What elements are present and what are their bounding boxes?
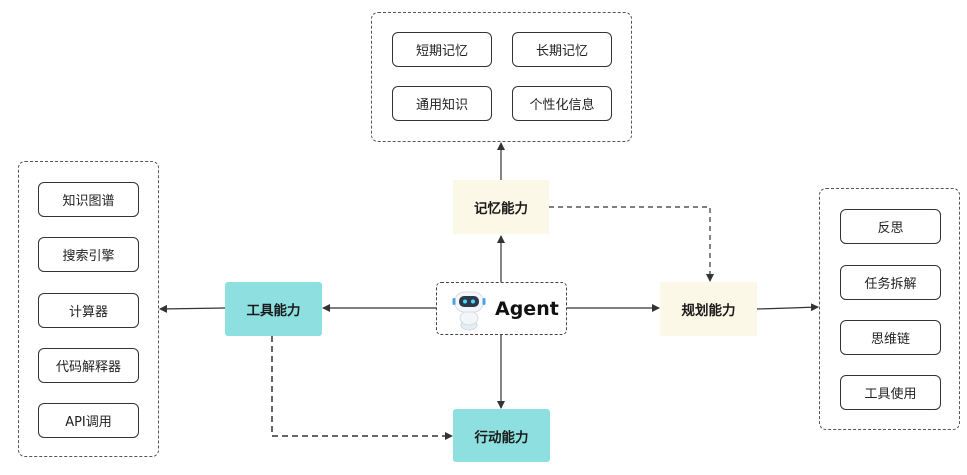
arrow-planning-to-group: [756, 303, 819, 312]
agent-label: Agent: [495, 297, 559, 320]
tool-item-search-engine: 搜索引擎: [38, 237, 139, 272]
planning-item-reflection: 反思: [840, 209, 941, 244]
memory-item-general-knowledge: 通用知识: [392, 86, 492, 121]
dashed-arrow-memory-to-planning: [549, 206, 714, 282]
tool-group: 知识图谱 搜索引擎 计算器 代码解释器 API调用: [18, 161, 159, 457]
agent-node: Agent: [436, 282, 567, 335]
tool-item-code-interpreter: 代码解释器: [38, 348, 139, 383]
tool-item-calculator: 计算器: [38, 293, 139, 328]
memory-capability-node: 记忆能力: [453, 180, 549, 234]
tool-item-knowledge-graph: 知识图谱: [38, 182, 139, 217]
memory-group: 短期记忆 长期记忆 通用知识 个性化信息: [371, 12, 632, 142]
tool-item-api-call: API调用: [38, 403, 139, 438]
planning-group: 反思 任务拆解 思维链 工具使用: [819, 188, 960, 430]
planning-item-tool-usage: 工具使用: [840, 375, 941, 410]
memory-item-long-term: 长期记忆: [512, 32, 612, 67]
dashed-arrow-tool-to-action: [271, 336, 453, 440]
robot-icon: [452, 291, 486, 330]
planning-capability-node: 规划能力: [660, 282, 757, 336]
tool-capability-node: 工具能力: [225, 282, 322, 336]
planning-item-chain-of-thought: 思维链: [840, 320, 941, 355]
action-capability-node: 行动能力: [453, 409, 550, 462]
arrow-tool-to-group: [159, 304, 226, 313]
memory-item-short-term: 短期记忆: [392, 32, 492, 67]
memory-item-personal-info: 个性化信息: [512, 86, 612, 121]
planning-item-task-decomposition: 任务拆解: [840, 265, 941, 300]
